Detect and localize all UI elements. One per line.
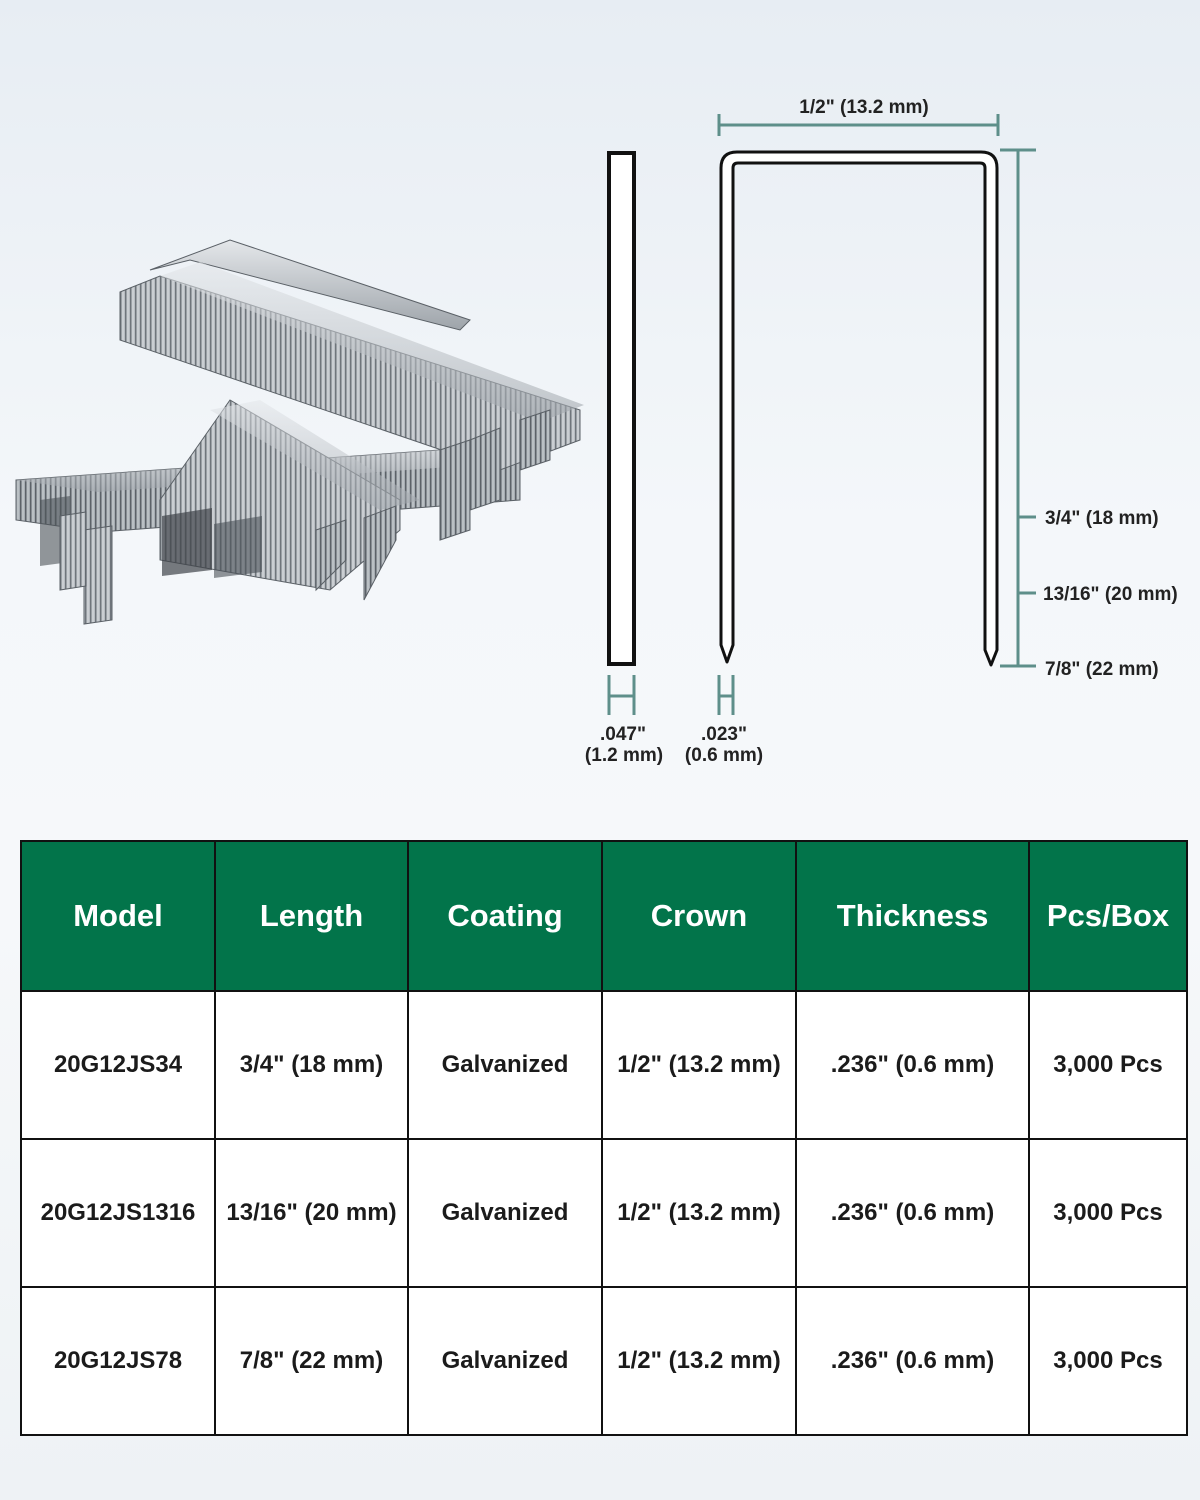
width-dimension-line — [607, 675, 636, 715]
table-row: 20G12JS1316 13/16" (20 mm) Galvanized 1/… — [20, 1138, 1188, 1288]
staples-product-image — [15, 239, 584, 625]
staple-dimension-diagram: 1/2" (13.2 mm) 3/4" (18 mm) 13/16" (20 m… — [585, 97, 1178, 766]
thickness-label-mm: (0.6 mm) — [685, 745, 763, 766]
table-header-row: Model Length Coating Crown Thickness Pcs… — [20, 840, 1188, 992]
spec-table: Model Length Coating Crown Thickness Pcs… — [20, 840, 1188, 1436]
cell-pcs-box: 3,000 Pcs — [1028, 990, 1188, 1140]
cell-coating: Galvanized — [407, 1138, 603, 1288]
cell-coating: Galvanized — [407, 990, 603, 1140]
cell-length: 7/8" (22 mm) — [214, 1286, 409, 1436]
header-coating: Coating — [407, 840, 603, 992]
cell-crown: 1/2" (13.2 mm) — [601, 1138, 797, 1288]
length-label-20mm: 13/16" (20 mm) — [1043, 584, 1178, 605]
crown-label: 1/2" (13.2 mm) — [799, 97, 928, 118]
staple-side-view — [607, 151, 636, 666]
cell-model: 20G12JS34 — [20, 990, 216, 1140]
header-pcs-box: Pcs/Box — [1028, 840, 1188, 992]
cell-thickness: .236" (0.6 mm) — [795, 1286, 1030, 1436]
header-length: Length — [214, 840, 409, 992]
header-crown: Crown — [601, 840, 797, 992]
table-row: 20G12JS34 3/4" (18 mm) Galvanized 1/2" (… — [20, 990, 1188, 1140]
cell-model: 20G12JS1316 — [20, 1138, 216, 1288]
cell-crown: 1/2" (13.2 mm) — [601, 1286, 797, 1436]
crown-dimension-line — [717, 114, 1000, 136]
thickness-dimension-line — [717, 675, 735, 715]
width-label: .047" — [600, 724, 646, 745]
length-label-18mm: 3/4" (18 mm) — [1045, 508, 1159, 529]
cell-thickness: .236" (0.6 mm) — [795, 990, 1030, 1140]
table-row: 20G12JS78 7/8" (22 mm) Galvanized 1/2" (… — [20, 1286, 1188, 1436]
cell-model: 20G12JS78 — [20, 1286, 216, 1436]
staple-front-view — [719, 150, 999, 667]
header-thickness: Thickness — [795, 840, 1030, 992]
length-dimension-line — [1000, 148, 1036, 668]
width-label-mm: (1.2 mm) — [585, 745, 663, 766]
header-model: Model — [20, 840, 216, 992]
cell-pcs-box: 3,000 Pcs — [1028, 1138, 1188, 1288]
cell-length: 13/16" (20 mm) — [214, 1138, 409, 1288]
cell-thickness: .236" (0.6 mm) — [795, 1138, 1030, 1288]
thickness-label: .023" — [701, 724, 747, 745]
cell-length: 3/4" (18 mm) — [214, 990, 409, 1140]
length-label-22mm: 7/8" (22 mm) — [1045, 659, 1159, 680]
cell-pcs-box: 3,000 Pcs — [1028, 1286, 1188, 1436]
cell-crown: 1/2" (13.2 mm) — [601, 990, 797, 1140]
cell-coating: Galvanized — [407, 1286, 603, 1436]
